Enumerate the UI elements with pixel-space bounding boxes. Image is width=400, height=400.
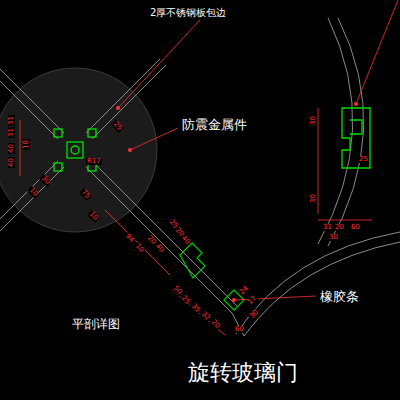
dimension-number: 40 <box>153 242 166 255</box>
dimension-number: 20 <box>334 224 345 231</box>
annotation-label: 橡胶条 <box>320 290 359 303</box>
dimension-number: 31 <box>8 115 15 126</box>
dimension-number: 40 <box>8 143 15 154</box>
dimension-number: 24 <box>238 284 251 297</box>
dimension-number: 30 <box>39 174 52 187</box>
dimension-number: R17 <box>86 158 102 165</box>
dimension-number: 40 <box>8 157 15 168</box>
dimension-number: 60 <box>350 224 361 231</box>
dimension-number: 25 <box>358 156 369 163</box>
drawing-title: 旋转玻璃门 <box>188 362 298 384</box>
dimension-number: 30 <box>248 308 261 321</box>
dimension-number: 10 <box>133 242 146 255</box>
dimension-number: 60 <box>234 326 245 333</box>
dimension-number: 94 <box>123 232 136 245</box>
dimension-number: 30 <box>310 193 317 204</box>
dimension-number: 30 <box>310 115 317 126</box>
dimension-number: 40 <box>179 234 192 247</box>
dimension-number: 10 <box>87 210 100 223</box>
annotation-label: 2厚不锈钢板包边 <box>150 8 226 18</box>
dimension-number: 31 <box>8 127 15 138</box>
dimension-number: 31 <box>322 224 333 231</box>
dimension-number: 18 <box>23 139 30 150</box>
dimension-number: 30 <box>328 234 339 241</box>
dimension-number: 25 <box>111 120 124 133</box>
dimension-number: 10 <box>27 186 40 199</box>
annotation-label: 防震金属件 <box>182 118 247 131</box>
dimension-number: 75 <box>79 188 92 201</box>
dimension-number: 17 <box>246 294 259 307</box>
dimension-number: 20 <box>209 318 222 331</box>
annotation-label: 平剖详图 <box>72 318 120 330</box>
